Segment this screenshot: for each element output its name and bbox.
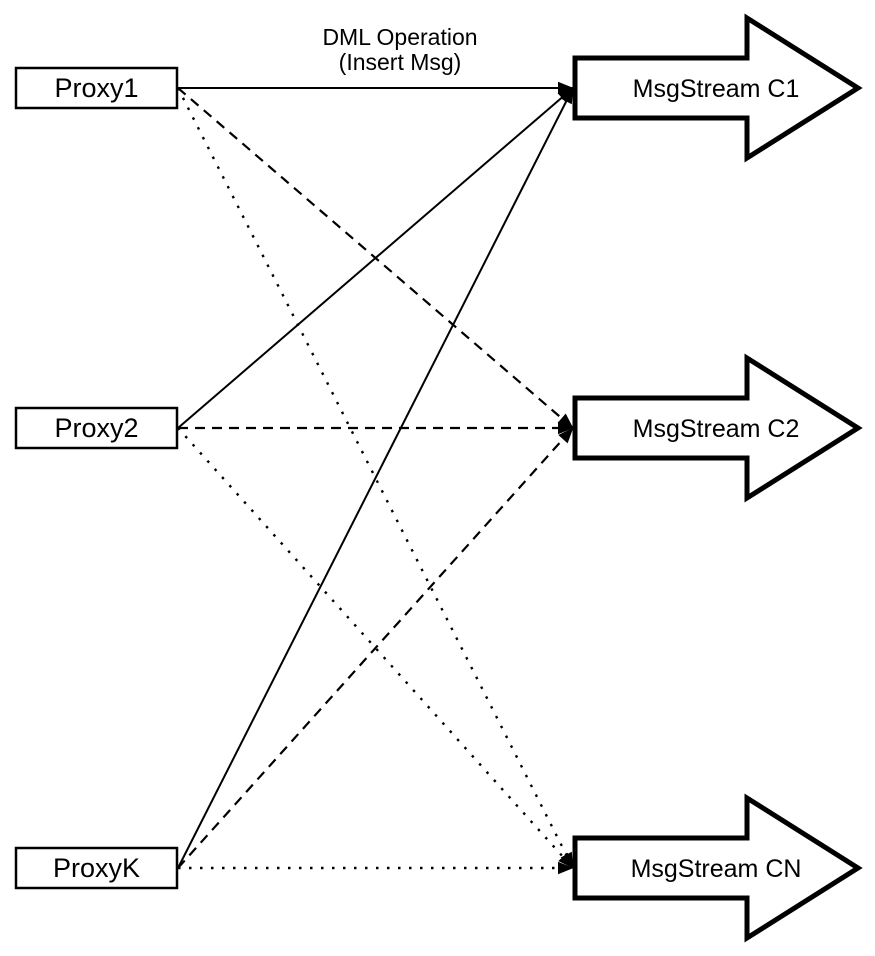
proxy1-box xyxy=(14,66,179,110)
msgstream-c2-label: MsgStream C2 xyxy=(633,415,800,443)
connection-lines xyxy=(176,81,575,875)
dml-operation-label-line1: DML Operation xyxy=(322,24,477,50)
msgstream-c1-node: MsgStream C1 xyxy=(572,13,863,163)
msgstream-c2-arrow-shape xyxy=(572,353,863,503)
proxyk-node: ProxyK xyxy=(14,846,179,890)
proxy2-node: Proxy2 xyxy=(14,406,179,450)
proxy1-node: Proxy1 xyxy=(14,66,179,110)
proxyk-box xyxy=(14,846,179,890)
connection-proxyk-msgstream-c1 xyxy=(177,87,574,869)
connection-proxyk-msgstream-c2 xyxy=(177,427,574,869)
msgstream-cn-node: MsgStream CN xyxy=(572,793,863,943)
dml-operation-label-line2: (Insert Msg) xyxy=(339,49,462,75)
proxy2-label: Proxy2 xyxy=(54,413,138,443)
proxy2-box xyxy=(14,406,179,450)
proxy1-label: Proxy1 xyxy=(54,73,138,103)
msgstream-c1-label: MsgStream C1 xyxy=(633,75,800,103)
msgstream-cn-label: MsgStream CN xyxy=(631,855,802,883)
msgstream-c2-node: MsgStream C2 xyxy=(572,353,863,503)
proxyk-label: ProxyK xyxy=(53,853,140,883)
connection-proxy1-msgstream-c2 xyxy=(177,87,574,429)
msgstream-c1-arrow-shape xyxy=(572,13,863,163)
msgstream-cn-arrow-shape xyxy=(572,793,863,943)
